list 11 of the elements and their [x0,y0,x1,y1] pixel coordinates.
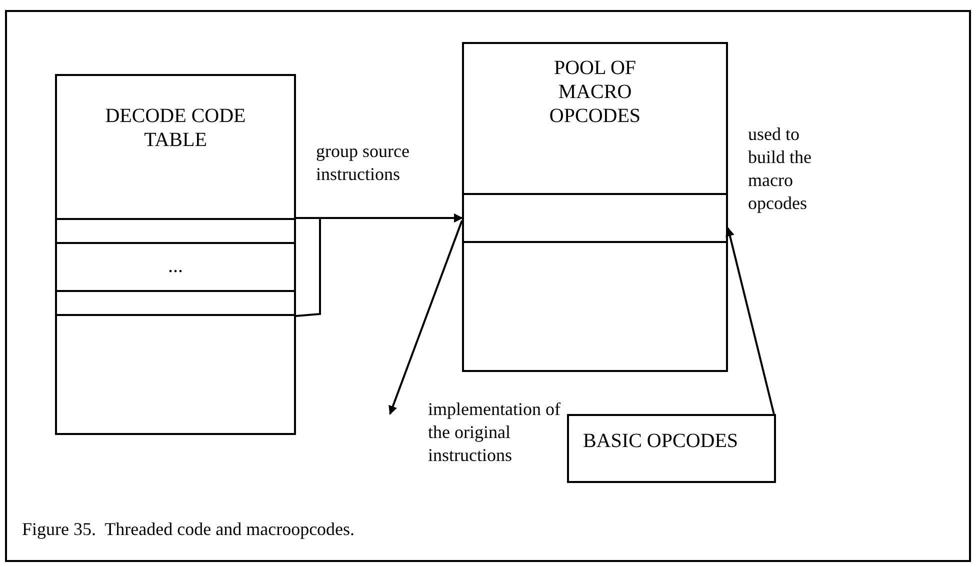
table-box [462,42,728,372]
box-title: POOL OF MACRO OPCODES [548,56,642,128]
table-box [55,74,296,435]
box-title: ... [167,254,184,278]
table-row [462,193,728,243]
arrow [726,227,775,414]
table-box [567,414,776,483]
box-title: DECODE CODE TABLE [105,104,246,152]
arrow [296,214,463,317]
box-title: BASIC OPCODES [583,429,740,453]
arrow [388,220,463,415]
